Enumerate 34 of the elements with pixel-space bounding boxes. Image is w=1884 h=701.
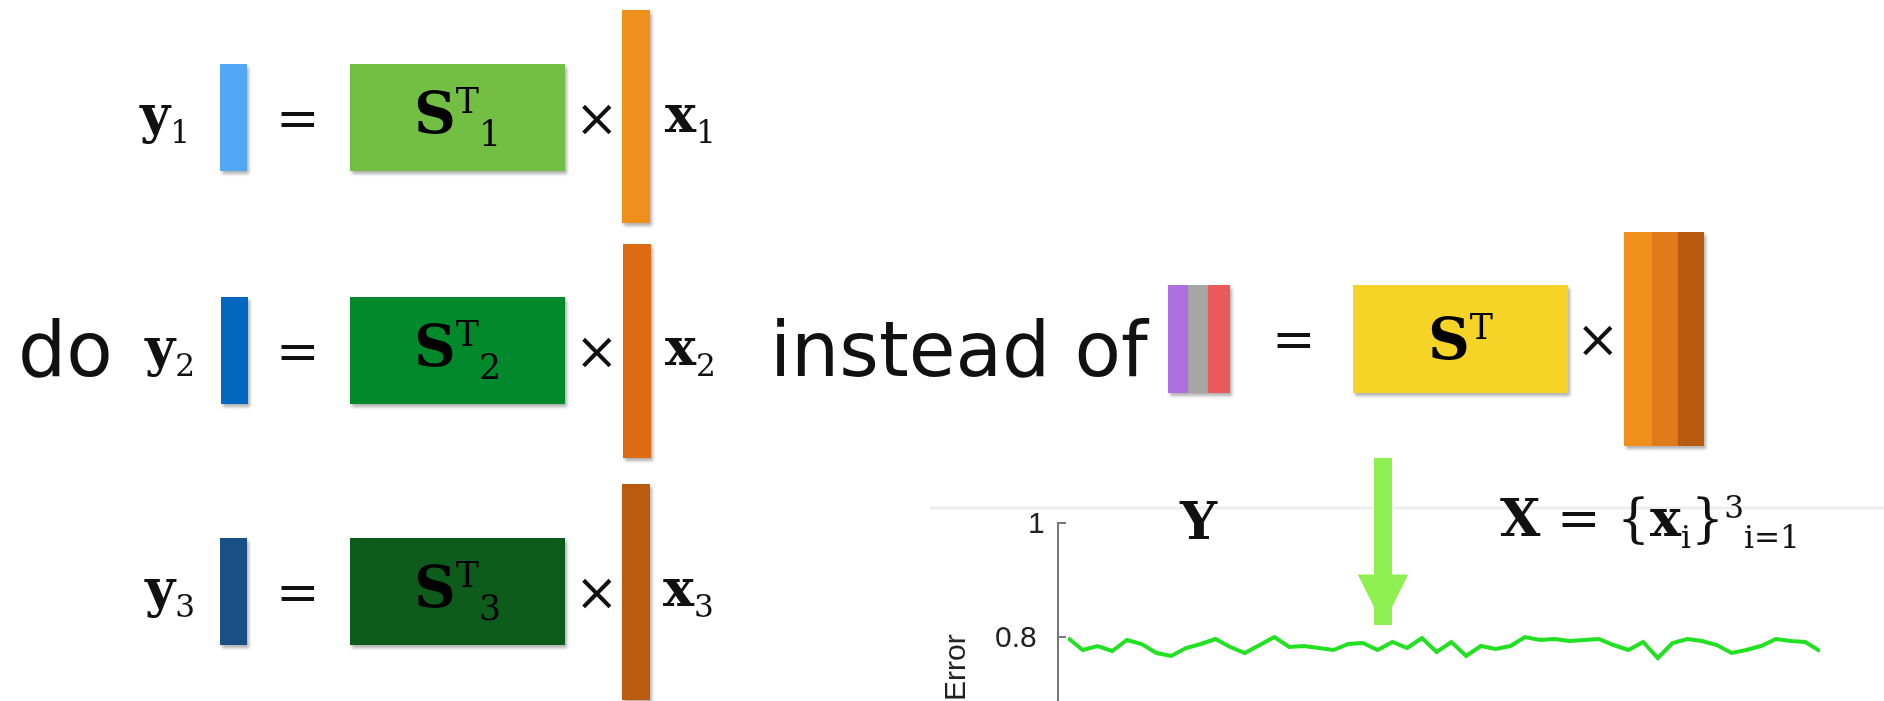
vector-label: y$_{2}$ [145,321,196,382]
times-sign: × [575,92,619,144]
vector-bar [1624,232,1652,446]
vector-bar [1678,232,1704,446]
matrix-box: S$^{T}$ [1353,285,1568,393]
vector-bar [622,484,650,700]
equals-sign: = [276,325,320,377]
vector-label: x$_{1}$ [665,88,716,149]
vector-bar [1168,285,1188,393]
vector-bar [622,10,650,223]
times-sign: × [575,566,619,618]
word-label: do [18,312,113,388]
vector-label: x$_{3}$ [663,562,714,623]
vector-bar [623,244,651,458]
word-label: instead of [770,312,1148,388]
vector-bar [1208,285,1230,393]
vector-bar [1188,285,1208,393]
vector-label: x$_{2}$ [665,321,716,382]
vector-bar [1652,232,1678,446]
equals-sign: = [276,92,320,144]
vector-bar [221,297,248,404]
times-sign: × [1576,313,1620,365]
vector-bar [220,538,247,645]
axis-title: Error [940,634,970,701]
equals-sign: = [1272,313,1316,365]
vector-label: y$_{1}$ [140,88,191,149]
equals-sign: = [276,566,320,618]
vector-label: y$_{3}$ [145,562,196,623]
vector-bar [220,64,247,171]
matrix-label: Y [1180,495,1218,547]
times-sign: × [575,325,619,377]
arrow [1357,458,1409,625]
axis-tick-label: 1 [1028,508,1045,538]
axis-tick-label: 0.8 [995,622,1037,652]
